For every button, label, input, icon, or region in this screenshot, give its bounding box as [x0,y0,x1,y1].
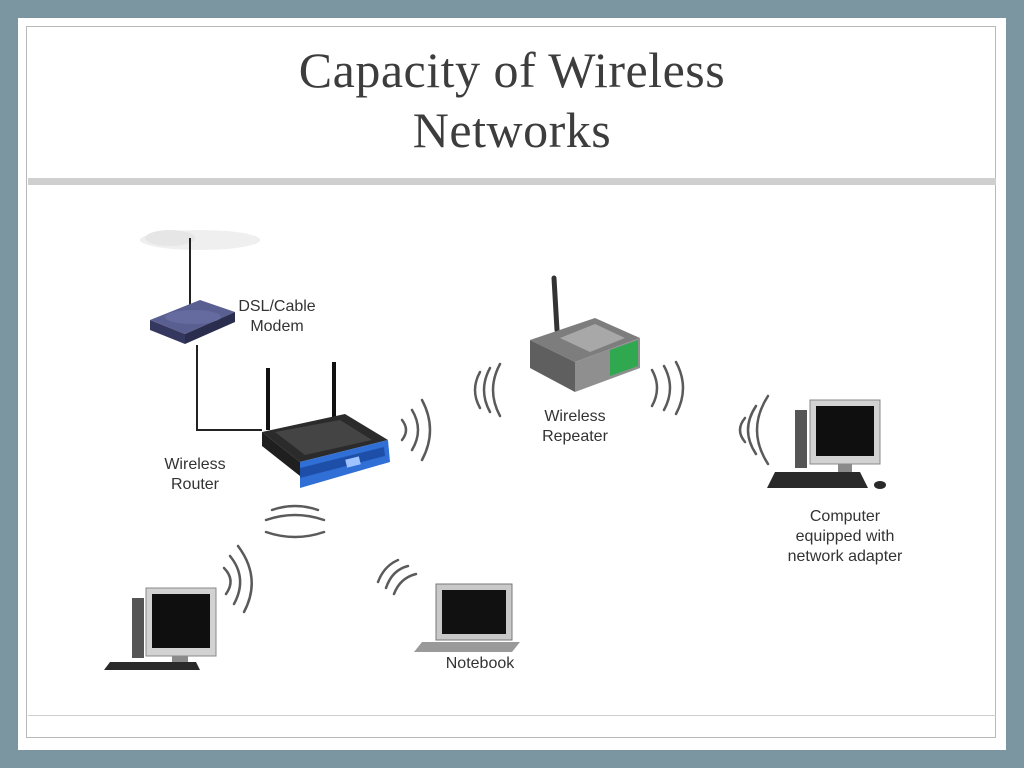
router-label-line-2: Router [170,476,220,493]
title-line-2: Networks [412,102,612,158]
computer-icon [767,399,886,489]
router-label-line-1: Wireless [164,456,226,473]
computer-label-line-3: network adapter [787,548,903,565]
modem-router-line [196,345,262,431]
footer-divider [28,715,996,716]
title-line-1: Capacity of Wireless [298,42,726,98]
slide-title: Capacity of Wireless Networks [18,40,1006,160]
modem-label-line-2: Modem [250,318,304,335]
title-divider [28,178,996,185]
slide-frame [26,26,996,738]
modem-label-line-1: DSL/Cable [238,298,316,315]
cloud-icon [140,230,260,250]
modem-label: DSL/Cable Modem [222,297,332,337]
computer-label-line-2: equipped with [795,528,895,545]
computer-label: Computer equipped with network adapter [770,507,920,567]
repeater-icon [530,275,640,392]
computer-label-line-1: Computer [809,508,881,525]
router-label: Wireless Router [145,455,245,495]
repeater-label: Wireless Repeater [525,407,625,447]
notebook-icon [414,583,520,652]
notebook-label: Notebook [445,655,515,672]
repeater-label-line-2: Repeater [542,428,608,445]
router-icon [262,362,390,488]
signal-waves [222,360,770,614]
modem-icon [150,300,235,344]
desktop-icon [104,587,217,670]
repeater-label-line-1: Wireless [544,408,606,425]
